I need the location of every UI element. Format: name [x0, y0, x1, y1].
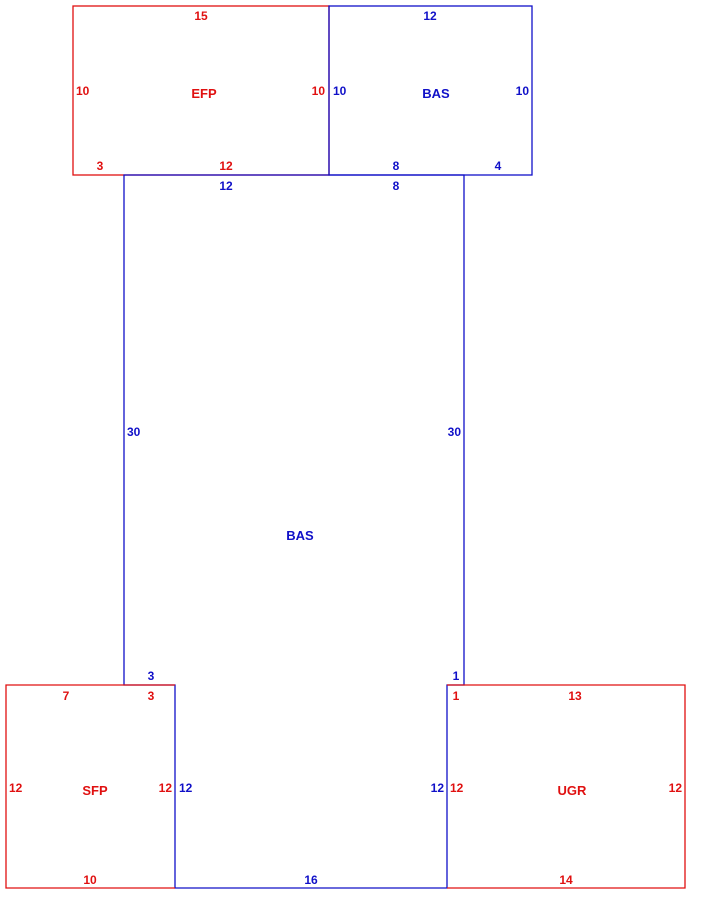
bas-main-dim-top-right: 8: [393, 179, 400, 193]
efp-dim-top: 15: [194, 9, 208, 23]
ugr-dim-top: 13: [568, 689, 582, 703]
bas-top-dim-bottom-left: 8: [393, 159, 400, 173]
sfp-dim-left: 12: [9, 781, 23, 795]
ugr-outline: [447, 684, 686, 889]
bas-top-dim-bottom-right: 4: [495, 159, 502, 173]
sfp-outline: [5, 684, 175, 889]
bas-main-dim-top-left: 12: [219, 179, 233, 193]
area-bas-top: BAS 12 10 10 8 4: [328, 5, 533, 176]
bas-main-dim-step-left: 3: [148, 669, 155, 683]
bas-top-label: BAS: [422, 86, 450, 101]
sfp-dim-top-left: 7: [63, 689, 70, 703]
bas-main-dim-left: 30: [127, 425, 141, 439]
area-efp: EFP 15 10 10 3 12: [72, 5, 330, 176]
efp-dim-bottom-right: 12: [219, 159, 233, 173]
sfp-dim-top-right: 3: [148, 689, 155, 703]
efp-dim-bottom-left: 3: [97, 159, 104, 173]
bas-top-dim-left: 10: [333, 84, 347, 98]
bas-main-dim-step-right: 1: [453, 669, 460, 683]
bas-main-dim-lower-left: 12: [179, 781, 193, 795]
bas-top-dim-top: 12: [423, 9, 437, 23]
sfp-dim-bottom: 10: [83, 873, 97, 887]
area-bas-main: BAS 12 8 30 30 3 1 12 12 16: [123, 174, 465, 889]
efp-label: EFP: [191, 86, 217, 101]
bas-main-dim-lower-right: 12: [431, 781, 445, 795]
bas-main-dim-right: 30: [448, 425, 462, 439]
ugr-dim-bottom: 14: [559, 873, 573, 887]
bas-top-dim-right: 10: [516, 84, 530, 98]
bas-main-dim-bottom: 16: [304, 873, 318, 887]
area-sfp: SFP 7 3 12 12 10: [5, 684, 175, 889]
sfp-label: SFP: [82, 783, 108, 798]
ugr-dim-right: 12: [669, 781, 683, 795]
ugr-label: UGR: [558, 783, 588, 798]
efp-dim-right: 10: [312, 84, 326, 98]
ugr-dim-top-left: 1: [453, 689, 460, 703]
efp-dim-left: 10: [76, 84, 90, 98]
ugr-dim-left: 12: [450, 781, 464, 795]
sfp-dim-right: 12: [159, 781, 173, 795]
area-ugr: UGR 1 13 12 12 14: [447, 684, 686, 889]
bas-main-label: BAS: [286, 528, 314, 543]
